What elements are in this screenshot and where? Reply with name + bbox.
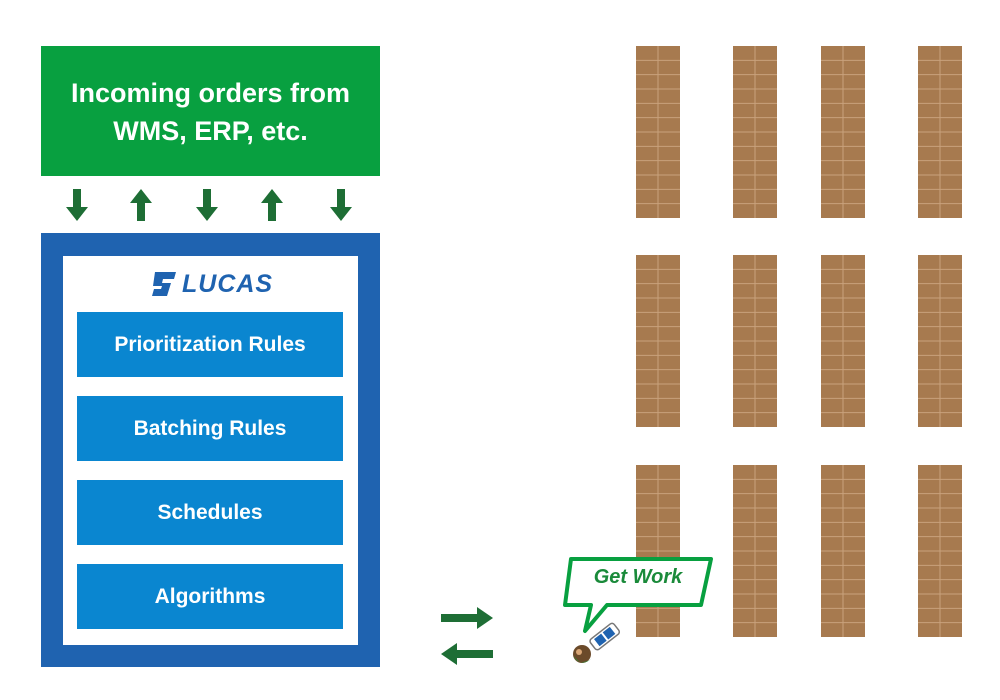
arrow-up-icon	[261, 189, 283, 221]
algorithms-box: Algorithms	[77, 564, 343, 629]
shelf-rack	[733, 465, 777, 637]
batching-rules-box: Batching Rules	[77, 396, 343, 461]
arrow-up-icon	[130, 189, 152, 221]
incoming-orders-line1: Incoming orders from	[70, 78, 351, 108]
lucas-logo-text: LUCAS	[182, 269, 274, 298]
arrow-left-icon	[441, 643, 493, 665]
lucas-logo-icon	[152, 272, 176, 296]
shelf-rack	[733, 46, 777, 218]
shelf-rack	[918, 46, 962, 218]
shelf-rack	[636, 255, 680, 427]
arrow-right-icon	[441, 607, 493, 629]
shelf-rack	[821, 46, 865, 218]
prioritization-rules-label: Prioritization Rules	[114, 332, 306, 356]
arrow-down-icon	[196, 189, 218, 221]
prioritization-rules-box: Prioritization Rules	[77, 312, 343, 377]
lucas-logo: LUCAS	[152, 268, 273, 300]
worker-icon	[573, 622, 621, 663]
shelf-rack	[821, 255, 865, 427]
algorithms-label: Algorithms	[154, 584, 266, 608]
mobile-device-icon	[589, 622, 621, 651]
shelf-rack	[636, 46, 680, 218]
batching-rules-label: Batching Rules	[133, 416, 287, 440]
incoming-orders-line2: WMS, ERP, etc.	[113, 116, 308, 146]
schedules-box: Schedules	[77, 480, 343, 545]
incoming-orders-box: Incoming orders from WMS, ERP, etc.	[41, 46, 380, 176]
get-work-callout	[563, 557, 713, 633]
shelf-rack	[918, 255, 962, 427]
shelf-rack	[918, 465, 962, 637]
get-work-label: Get Work	[593, 566, 683, 588]
arrow-down-icon	[330, 189, 352, 221]
schedules-label: Schedules	[157, 500, 263, 524]
arrow-down-icon	[66, 189, 88, 221]
shelf-rack	[733, 255, 777, 427]
shelf-rack	[821, 465, 865, 637]
